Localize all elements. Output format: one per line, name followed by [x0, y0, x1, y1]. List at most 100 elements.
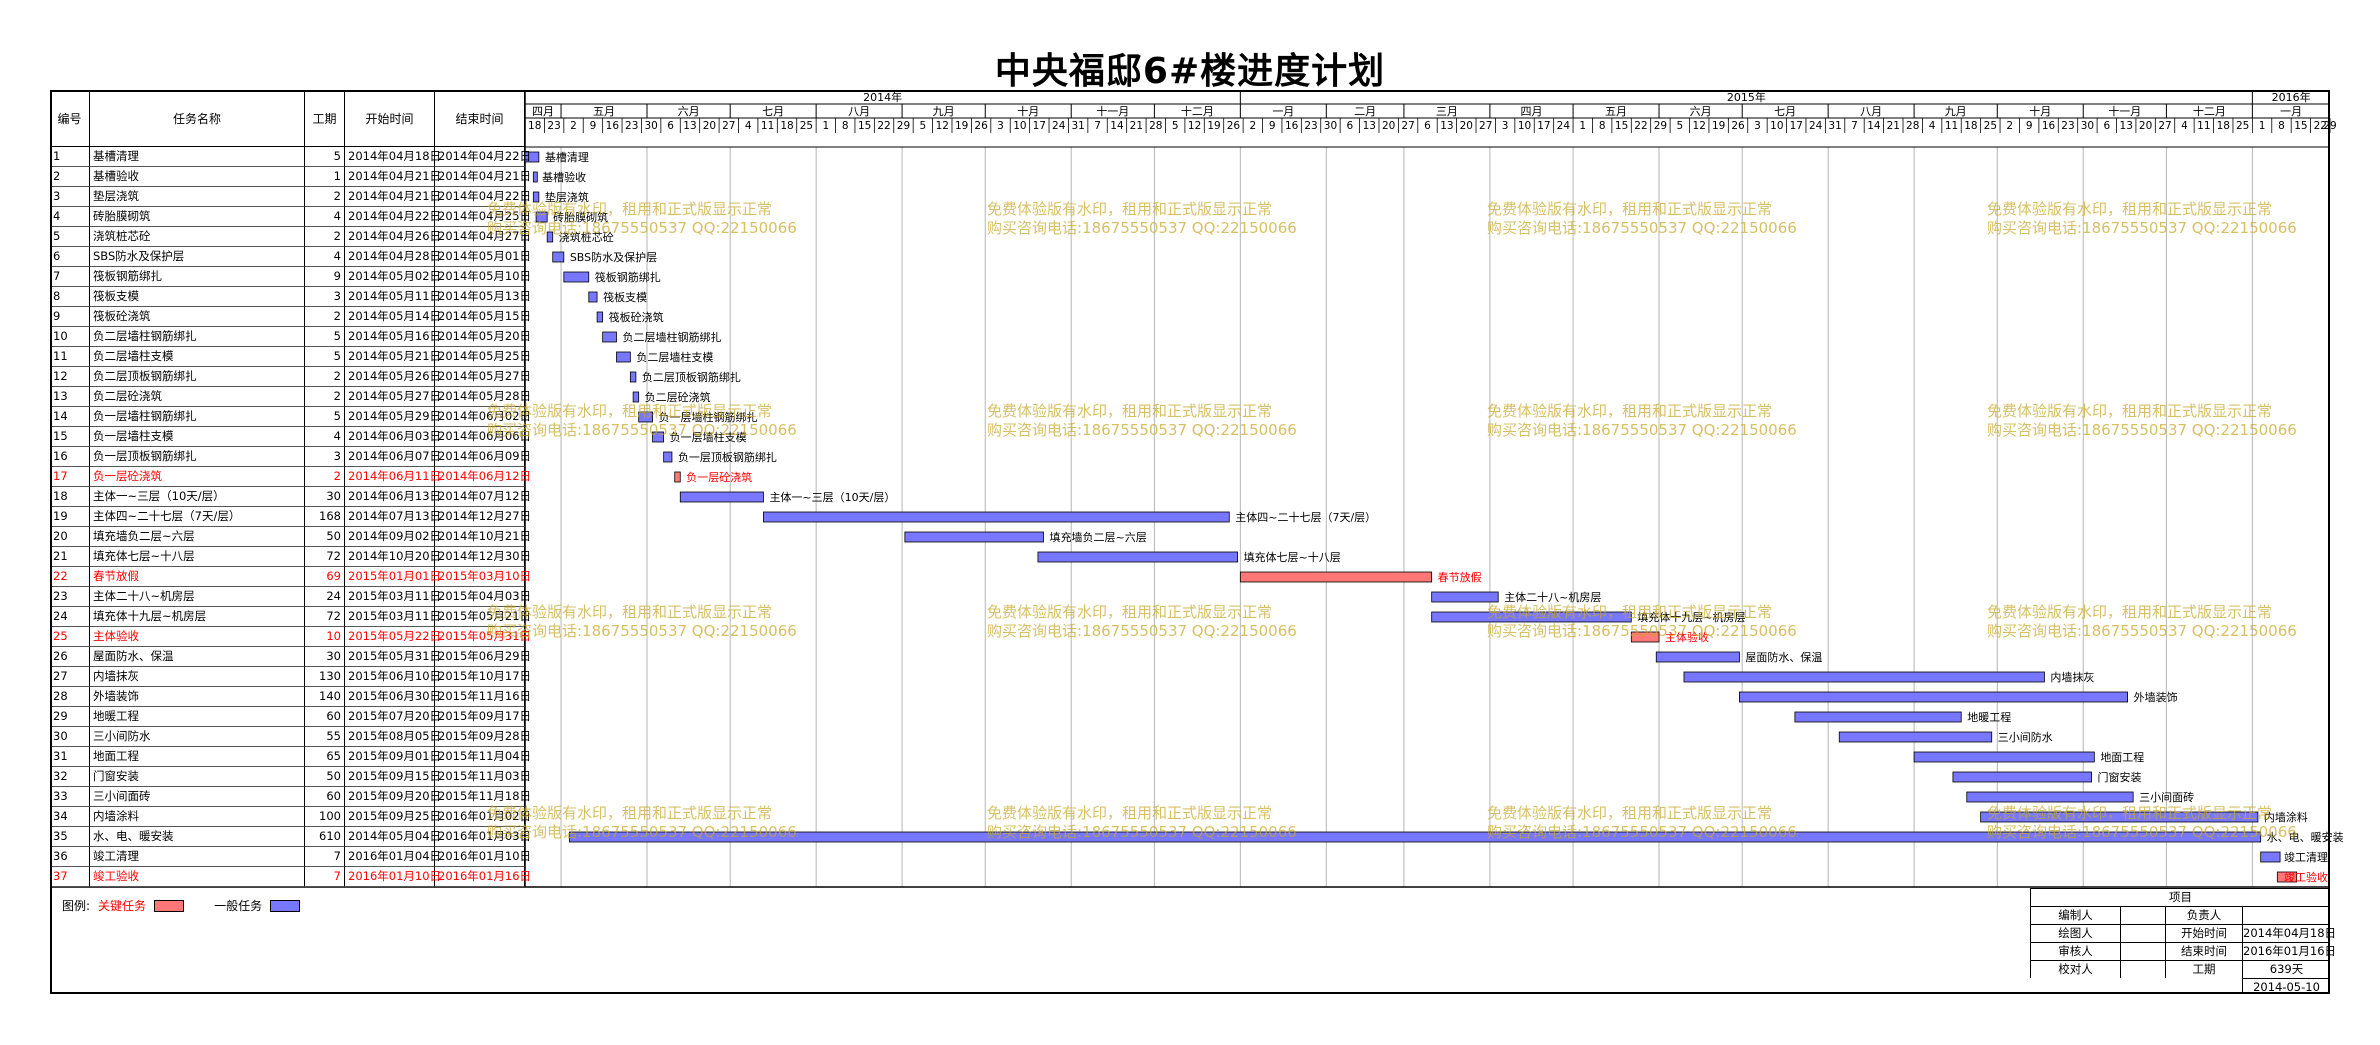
task-name: 主体二十八~机房层	[90, 587, 305, 607]
task-start: 2014年05月26日	[345, 367, 441, 387]
timeline-month-label: 六月	[1690, 105, 1712, 118]
task-duration: 69	[305, 567, 345, 587]
timeline-week-label: 30	[644, 120, 657, 132]
gantt-bar	[763, 511, 1230, 523]
task-start: 2014年05月29日	[345, 407, 441, 427]
info-header: 项目	[2030, 888, 2330, 906]
info-cell: 2014年04月18日	[2242, 924, 2337, 942]
timeline-year-label: 2015年	[1727, 90, 1766, 104]
task-end: 2015年03月10日	[435, 567, 531, 587]
task-duration: 4	[305, 207, 345, 227]
timeline-week-label: 24	[1052, 120, 1066, 132]
info-cell: 绘图人	[2030, 924, 2120, 942]
gantt-bar-label: 负二层砼浇筑	[645, 390, 711, 404]
timeline-month-label: 六月	[678, 105, 700, 118]
gantt-bar	[1966, 791, 2134, 803]
info-cell	[2242, 906, 2330, 924]
task-id: 9	[50, 307, 90, 327]
timeline-week-label: 25	[2236, 120, 2249, 132]
task-end: 2015年04月03日	[435, 587, 531, 607]
timeline-week-label: 26	[1731, 120, 1745, 132]
gantt-bar-label: 主体验收	[1665, 630, 1709, 644]
gantt-bar-label: SBS防水及保护层	[570, 250, 657, 264]
task-name: 主体一~三层（10天/层）	[90, 487, 305, 507]
timeline-week-label: 10	[1518, 120, 1531, 132]
task-name: 外墙装饰	[90, 687, 305, 707]
timeline-week-label: 14	[1110, 120, 1124, 132]
task-id: 6	[50, 247, 90, 267]
task-duration: 4	[305, 427, 345, 447]
task-id: 17	[50, 467, 90, 487]
task-name: 主体验收	[90, 627, 305, 647]
gantt-bar	[535, 211, 548, 223]
timeline-month-label: 十一月	[2108, 104, 2141, 118]
task-duration: 50	[305, 767, 345, 787]
task-end: 2014年05月10日	[435, 267, 531, 287]
gantt-bar	[632, 391, 640, 403]
timeline-week-label: 4	[1929, 120, 1936, 132]
task-name: 屋面防水、保温	[90, 647, 305, 667]
timeline-week-label: 7	[1094, 120, 1101, 132]
task-duration: 1	[305, 167, 345, 187]
task-name: 筏板砼浇筑	[90, 307, 305, 327]
task-id: 15	[50, 427, 90, 447]
gantt-bar	[568, 831, 2262, 843]
task-end: 2014年05月25日	[435, 347, 531, 367]
task-name: 筏板支模	[90, 287, 305, 307]
timeline-week-label: 29	[897, 120, 910, 132]
gantt-bar-label: 水、电、暖安装	[2267, 830, 2344, 844]
task-start: 2014年04月18日	[345, 147, 441, 167]
task-duration: 5	[305, 407, 345, 427]
task-duration: 3	[305, 287, 345, 307]
task-duration: 10	[305, 627, 345, 647]
info-cell	[2120, 942, 2165, 960]
task-start: 2015年09月25日	[345, 807, 441, 827]
info-cell	[2120, 924, 2165, 942]
task-name: 门窗安装	[90, 767, 305, 787]
info-cell	[2120, 906, 2165, 924]
task-duration: 5	[305, 147, 345, 167]
task-duration: 30	[305, 487, 345, 507]
timeline-week-label: 10	[1013, 120, 1026, 132]
timeline-week-label: 27	[722, 120, 735, 132]
gantt-bar	[1655, 651, 1740, 663]
task-name: 基槽清理	[90, 147, 305, 167]
gantt-bar-label: 竣工验收	[2284, 870, 2328, 884]
gantt-bar-label: 三小间防水	[1998, 730, 2053, 744]
task-start: 2014年05月11日	[345, 287, 441, 307]
timeline-month-label: 九月	[1945, 105, 1967, 118]
timeline-week-label: 16	[1285, 120, 1299, 132]
gantt-bar	[563, 271, 590, 283]
timeline-week-label: 13	[683, 120, 696, 132]
timeline-week-label: 23	[625, 120, 638, 132]
task-end: 2015年10月17日	[435, 667, 531, 687]
gantt-bar-label: 筏板钢筋绑扎	[595, 270, 661, 284]
info-cell: 结束时间	[2165, 942, 2242, 960]
gantt-bar-label: 筏板支模	[603, 290, 647, 304]
task-end: 2016年01月10日	[435, 847, 531, 867]
gantt-bar-label: 屋面防水、保温	[1745, 650, 1822, 664]
task-end: 2016年01月03日	[435, 827, 531, 847]
gantt-bar-label: 外墙装饰	[2134, 690, 2178, 704]
timeline-week-label: 17	[1033, 120, 1046, 132]
task-name: 负一层墙柱钢筋绑扎	[90, 407, 305, 427]
gantt-bar	[524, 151, 540, 163]
page-title: 中央福邸6#楼进度计划	[994, 51, 1386, 92]
timeline-week-label: 20	[703, 120, 716, 132]
task-start: 2014年06月13日	[345, 487, 441, 507]
timeline-week-label: 14	[1867, 120, 1881, 132]
task-start: 2016年01月04日	[345, 847, 441, 867]
gantt-bar-label: 主体一~三层（10天/层）	[769, 490, 895, 504]
gantt-bar	[2260, 851, 2281, 863]
task-duration: 5	[305, 327, 345, 347]
timeline-week-label: 2	[2006, 120, 2013, 132]
timeline-week-label: 26	[1227, 120, 1241, 132]
task-id: 32	[50, 767, 90, 787]
task-name: 筏板钢筋绑扎	[90, 267, 305, 287]
timeline-week-label: 11	[2197, 120, 2210, 132]
task-end: 2014年07月12日	[435, 487, 531, 507]
task-id: 14	[50, 407, 90, 427]
timeline-week-label: 18	[780, 120, 793, 132]
timeline-week-label: 6	[1347, 120, 1354, 132]
